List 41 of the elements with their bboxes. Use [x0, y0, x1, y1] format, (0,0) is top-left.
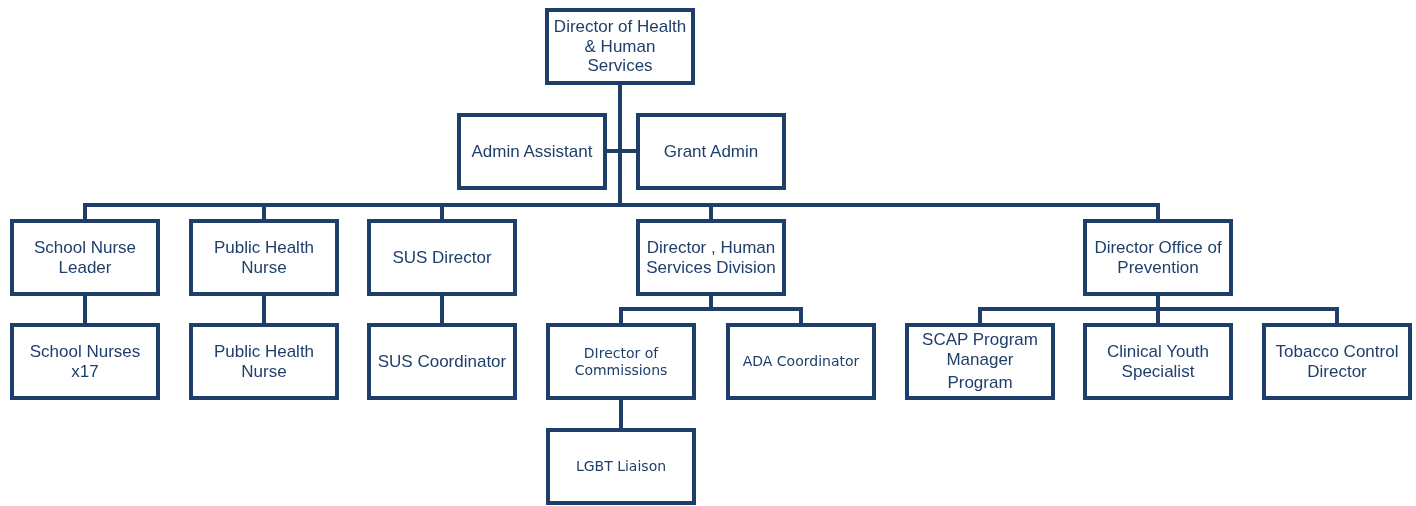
role-title: LGBT Liaison	[575, 458, 667, 475]
role-title: SUS Director	[392, 247, 492, 268]
connector-line	[709, 296, 803, 323]
role-title: School Nurse Leader	[32, 237, 138, 278]
role-box	[905, 323, 1055, 400]
role-box	[636, 219, 786, 296]
connector-line	[83, 296, 87, 323]
role-title: SUS Coordinator	[377, 351, 507, 372]
role-title: Tobacco Control Director	[1274, 341, 1400, 382]
connector-line	[262, 296, 266, 323]
role-box	[367, 219, 517, 296]
role-box	[1262, 323, 1412, 400]
role-title: Public Health Nurse	[212, 237, 316, 278]
role-title: School Nurses x17	[28, 341, 142, 382]
role-box	[546, 323, 696, 400]
role-box	[367, 323, 517, 400]
role-title: Public Health Nurse	[212, 341, 316, 382]
role-title: DIrector of Commissions	[573, 345, 669, 378]
connector-line	[440, 296, 444, 323]
role-box	[546, 428, 696, 505]
role-title: Director Office of Prevention	[1093, 237, 1223, 278]
role-title: Director , Human Services Division	[645, 237, 777, 278]
role-box	[189, 323, 339, 400]
connector-line	[1156, 296, 1339, 323]
role-box	[1083, 323, 1233, 400]
role-title: Director of Health & Human Services	[552, 17, 688, 76]
role-title: ADA Coordinator	[742, 353, 860, 370]
role-box	[545, 8, 695, 85]
role-box	[10, 323, 160, 400]
role-title: Clinical Youth Specialist	[1105, 341, 1211, 382]
role-box	[636, 113, 786, 190]
role-box	[1083, 219, 1233, 296]
role-box	[10, 219, 160, 296]
connector-line	[619, 400, 623, 428]
role-title: Grant Admin	[663, 141, 759, 162]
role-title: SCAP Program Manager	[921, 330, 1039, 370]
role-title: Admin Assistant	[471, 141, 593, 162]
role-box	[189, 219, 339, 296]
role-title: Program	[947, 373, 1013, 393]
role-box	[457, 113, 607, 190]
role-box	[726, 323, 876, 400]
